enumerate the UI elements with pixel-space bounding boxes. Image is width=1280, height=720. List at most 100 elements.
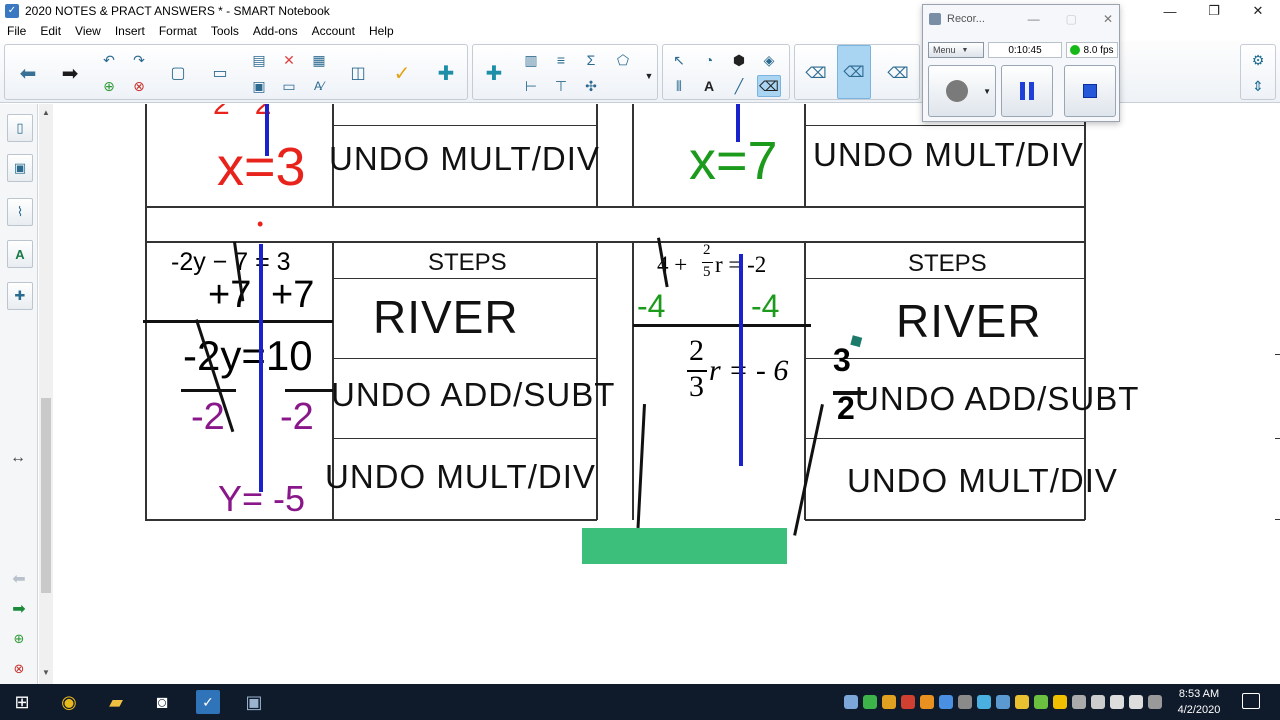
pens-icon[interactable]: ⫴ [676,77,682,94]
align-icon[interactable]: ≡ [556,52,566,68]
recorder-maximize-button[interactable]: ▢ [1065,12,1077,26]
previous-page-icon[interactable]: ⬅ [19,62,37,85]
tray-app-icon[interactable] [1015,695,1029,709]
distribute-icon[interactable]: ✣ [585,77,597,94]
tray-app-icon[interactable] [939,695,953,709]
resize-panel-icon[interactable]: ↔ [10,449,26,466]
delete-icon[interactable]: ✕ [283,51,295,68]
chrome-icon[interactable]: ◉ [61,691,77,712]
pause-button[interactable] [1001,65,1053,117]
taskbar-clock[interactable]: 8:53 AM 4/2/2020 [1174,686,1224,718]
text-format-icon[interactable]: A⁄ [313,79,324,93]
move-toolbar-icon[interactable]: ⇕ [1252,77,1264,94]
file-explorer-icon[interactable]: ▰ [109,691,123,712]
add-ons-icon[interactable]: ✚ [485,62,503,85]
scroll-up-icon[interactable]: ▲ [42,108,50,117]
tray-app-icon[interactable] [958,695,972,709]
eraser-icon[interactable]: ⌫ [757,75,781,97]
select-icon[interactable]: ↖ [673,51,685,68]
attachments-tab-icon[interactable]: ⌇ [7,198,33,226]
minimize-button[interactable]: — [1163,3,1177,19]
menu-add-ons[interactable]: Add-ons [252,24,298,38]
tray-app-icon[interactable] [882,695,896,709]
maximize-button[interactable]: ❐ [1208,3,1220,18]
smart-notebook-taskbar-icon[interactable]: ✓ [196,690,220,714]
align-top-icon[interactable]: ⊤ [554,77,568,94]
delete-page-icon[interactable]: ⊗ [133,77,145,94]
green-reveal-box[interactable] [582,528,787,564]
add-ons-tab-icon[interactable]: ✚ [7,282,33,310]
tray-app-icon[interactable] [1072,695,1086,709]
full-screen-icon[interactable]: ▭ [212,65,228,82]
open-file-icon[interactable]: ▤ [252,51,266,68]
stop-button[interactable] [1064,65,1116,117]
document-camera-icon[interactable]: ◫ [350,65,366,82]
recorder-minimize-button[interactable]: — [1027,12,1040,26]
shape-icon[interactable]: ⬠ [616,51,630,68]
redo-icon[interactable]: ↷ [133,51,145,68]
side-add-page-icon[interactable]: ⊕ [13,631,25,646]
network-icon[interactable] [1110,695,1124,709]
tray-app-icon[interactable] [844,695,858,709]
large-eraser-icon[interactable]: ⌫ [887,65,909,82]
tray-app-icon[interactable] [863,695,877,709]
record-button[interactable]: ▼ [928,65,996,117]
small-eraser-icon[interactable]: ⌫ [805,65,827,82]
medium-eraser-icon[interactable]: ⌫ [837,45,871,99]
recorder-menu-dropdown[interactable]: Menu▼ [928,42,984,58]
recorder-taskbar-icon[interactable]: ▣ [245,691,263,712]
fill-shape-icon[interactable]: ⬢ [732,51,746,68]
settings-gear-icon[interactable]: ⚙ [1251,51,1265,68]
menu-format[interactable]: Format [158,24,197,38]
screen-shade-icon[interactable]: ▢ [170,65,186,82]
tray-app-icon[interactable] [996,695,1010,709]
response-icon[interactable]: ✓ [393,62,411,85]
side-previous-page-icon[interactable]: ⬅ [12,571,26,588]
side-delete-page-icon[interactable]: ⊗ [13,661,25,676]
scrollbar-thumb[interactable] [41,398,51,593]
notebook-page-canvas[interactable]: 2 2 x=3 UNDO MULT/DIV x=7 UNDO MULT/DIV … [53,104,1280,684]
sum-icon[interactable]: Σ [586,52,596,68]
undo-icon[interactable]: ↶ [103,51,115,68]
tray-app-icon[interactable] [977,695,991,709]
recorder-close-button[interactable]: ✕ [1102,12,1113,26]
paste-icon[interactable]: ▭ [282,77,296,94]
side-next-page-icon[interactable]: ➡ [12,601,26,618]
table-icon[interactable]: ▦ [312,51,326,68]
fill-icon[interactable]: ◈ [763,51,775,68]
close-button[interactable]: ✕ [1252,3,1264,18]
windows-start-icon[interactable]: ⊞ [14,691,30,712]
menu-tools[interactable]: Tools [210,24,239,38]
next-page-icon[interactable]: ➡ [61,62,79,85]
camera-app-icon[interactable]: ◙ [156,691,168,712]
align-left-icon[interactable]: ⊢ [524,77,538,94]
menu-help[interactable]: Help [368,24,394,38]
chart-icon[interactable]: ▥ [524,51,538,68]
record-options-chevron-icon[interactable]: ▼ [983,86,991,96]
menu-view[interactable]: View [75,24,101,38]
lab-tools-icon[interactable]: ✚ [437,62,455,85]
add-page-icon[interactable]: ⊕ [103,77,115,94]
tray-app-icon[interactable] [1034,695,1048,709]
tray-app-icon[interactable] [901,695,915,709]
page-sorter-tab-icon[interactable]: ▯ [7,114,33,142]
scroll-down-icon[interactable]: ▼ [42,668,50,677]
menu-file[interactable]: File [7,24,27,38]
menu-account[interactable]: Account [311,24,355,38]
properties-tab-icon[interactable]: A [7,240,33,268]
group-dropdown-icon[interactable]: ▼ [644,71,654,81]
save-icon[interactable]: ▣ [252,77,266,94]
magic-pen-icon[interactable]: ◔ [704,52,714,68]
keyboard-icon[interactable] [1148,695,1162,709]
volume-icon[interactable] [1129,695,1143,709]
tray-app-icon[interactable] [920,695,934,709]
vertical-scrollbar[interactable]: ▲ ▼ [39,104,53,684]
battery-icon[interactable] [1091,695,1105,709]
recorder-window[interactable]: Recor... — ▢ ✕ Menu▼ 0:10:45 8.0 fps ▼ [922,4,1120,122]
text-icon[interactable]: A [703,78,715,94]
menu-edit[interactable]: Edit [40,24,62,38]
line-icon[interactable]: ╱ [734,77,744,94]
gallery-tab-icon[interactable]: ▣ [7,154,33,182]
tray-app-icon[interactable] [1053,695,1067,709]
notification-center-icon[interactable] [1242,693,1260,709]
